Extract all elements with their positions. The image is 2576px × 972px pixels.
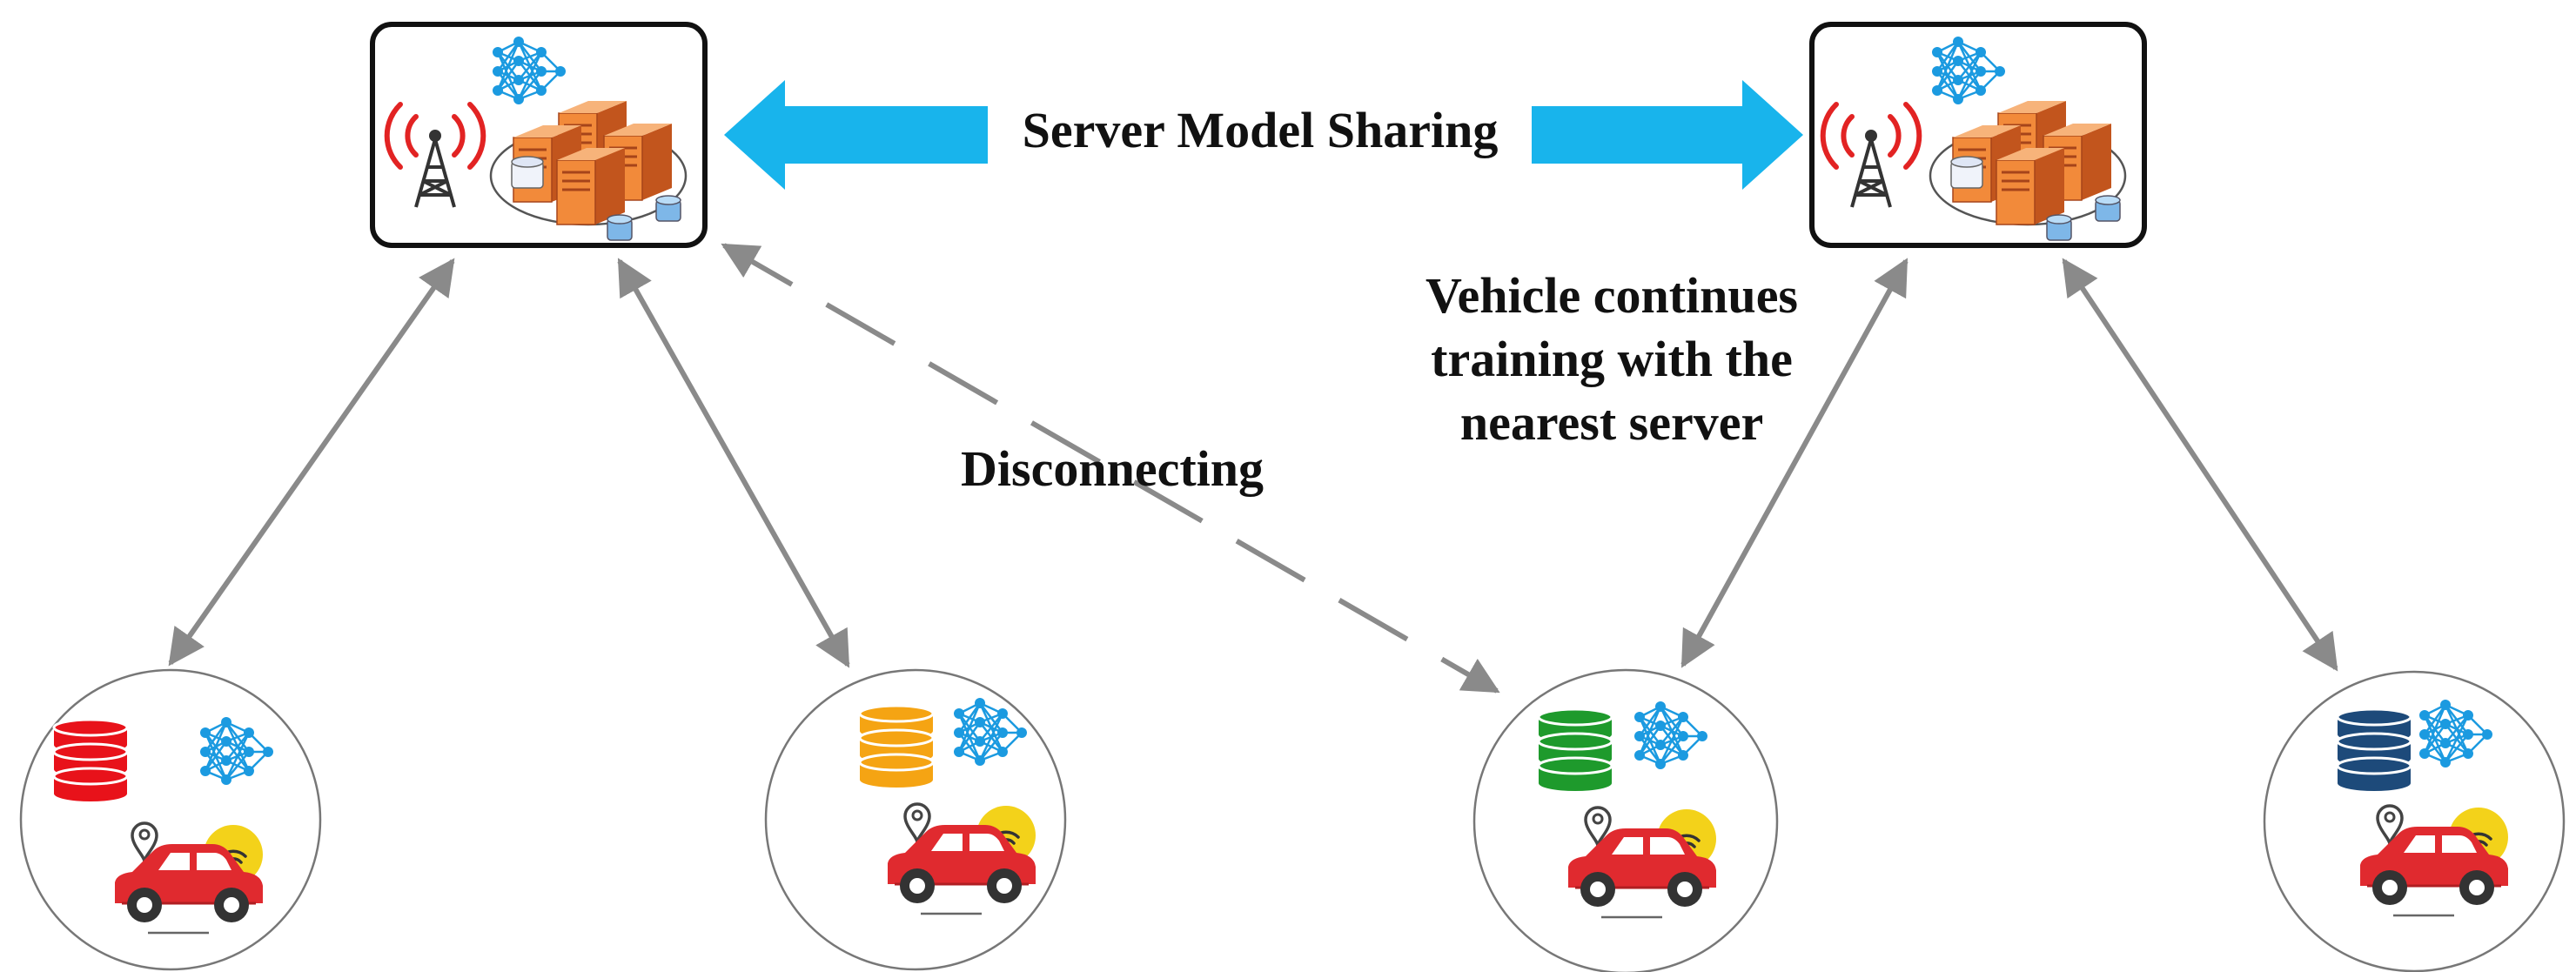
disconnecting-label: Disconnecting: [961, 440, 1264, 497]
database-icon: [858, 704, 935, 788]
continues-label-line-2: training with the: [1431, 331, 1793, 387]
database-icon: [52, 718, 129, 801]
database-icon: [2336, 707, 2412, 791]
vehicle-3: [1472, 668, 1779, 972]
database-icon: [1537, 707, 1613, 791]
link-vehicle-3-right-server: [1680, 258, 1909, 668]
link-vehicle-2-left-server: [617, 258, 850, 668]
vehicle-4: [2263, 670, 2566, 972]
continues-label-line-1: Vehicle continues: [1426, 267, 1798, 324]
server-sharing-arrow: [724, 80, 1803, 190]
right-server: [1809, 22, 2147, 248]
continues-label-line-3: nearest server: [1460, 394, 1763, 451]
vehicle-1: [19, 668, 322, 971]
vehicle-2: [764, 668, 1067, 971]
server-sharing-label: Server Model Sharing: [1023, 102, 1499, 158]
left-server: [370, 22, 708, 248]
link-vehicle-1-left-server: [168, 258, 455, 667]
link-vehicle-4-right-server: [2062, 258, 2338, 672]
disconnect-link: [721, 243, 1500, 694]
